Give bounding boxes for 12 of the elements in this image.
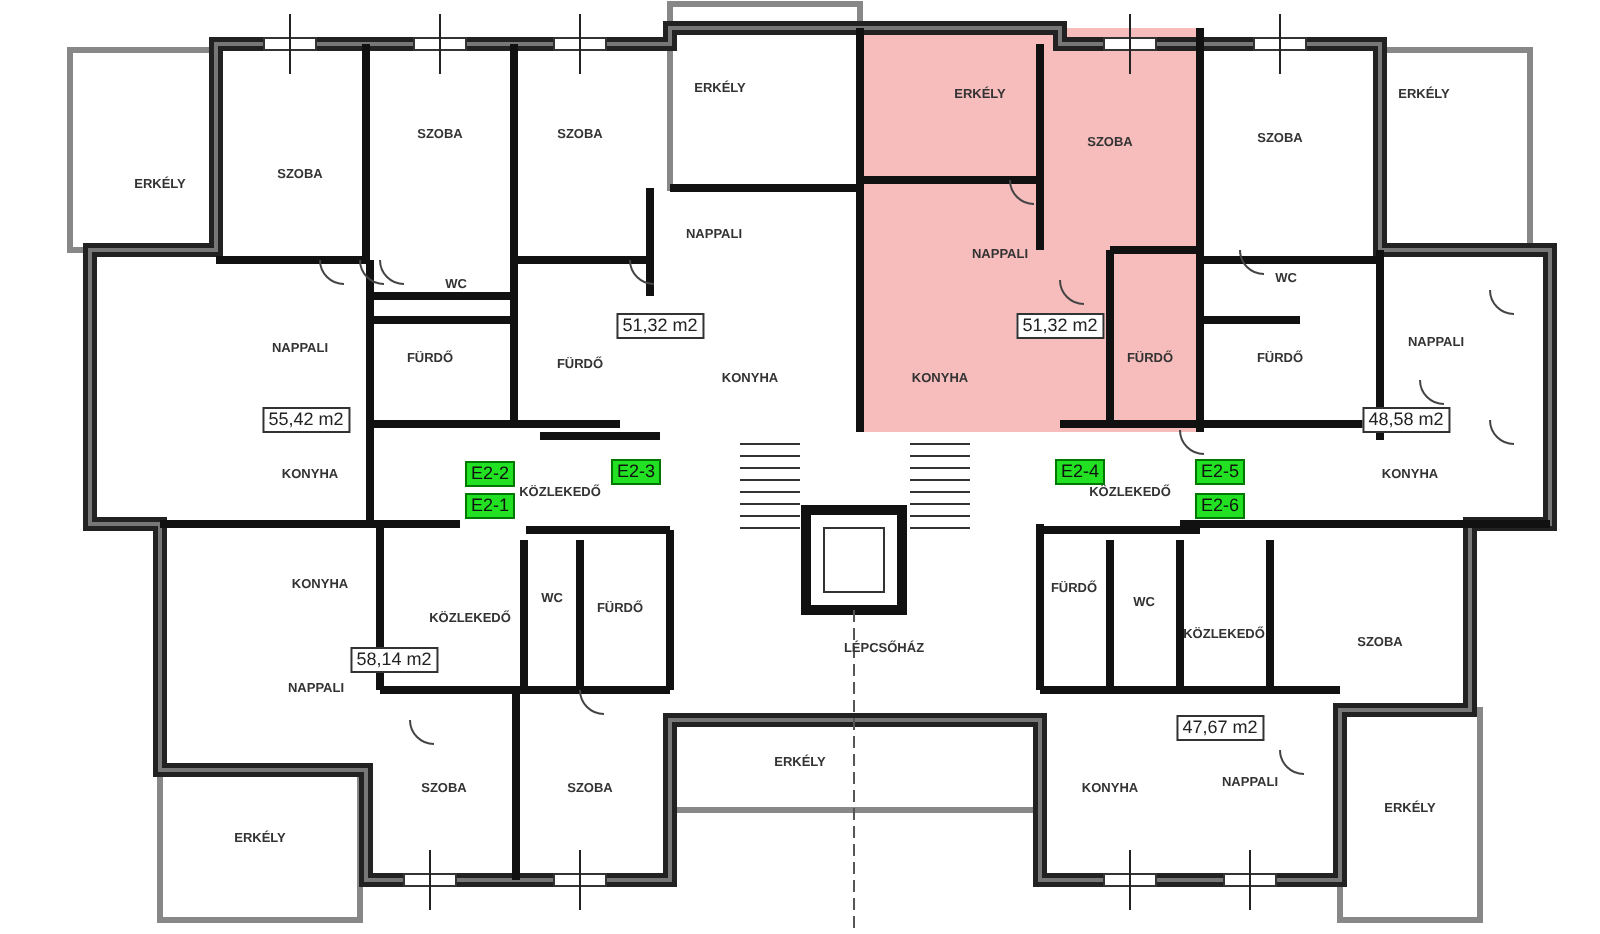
unit-label: E2-3 bbox=[611, 459, 661, 485]
area-label: 48,58 m2 bbox=[1362, 407, 1450, 433]
unit-label: E2-6 bbox=[1195, 493, 1245, 519]
unit-label: E2-5 bbox=[1195, 459, 1245, 485]
unit-label: E2-2 bbox=[465, 461, 515, 487]
unit-label: E2-4 bbox=[1055, 459, 1105, 485]
area-label: 47,67 m2 bbox=[1176, 715, 1264, 741]
area-label: 55,42 m2 bbox=[262, 407, 350, 433]
area-label: 51,32 m2 bbox=[1016, 313, 1104, 339]
unit-label: E2-1 bbox=[465, 493, 515, 519]
area-label: 51,32 m2 bbox=[616, 313, 704, 339]
area-label: 58,14 m2 bbox=[350, 647, 438, 673]
